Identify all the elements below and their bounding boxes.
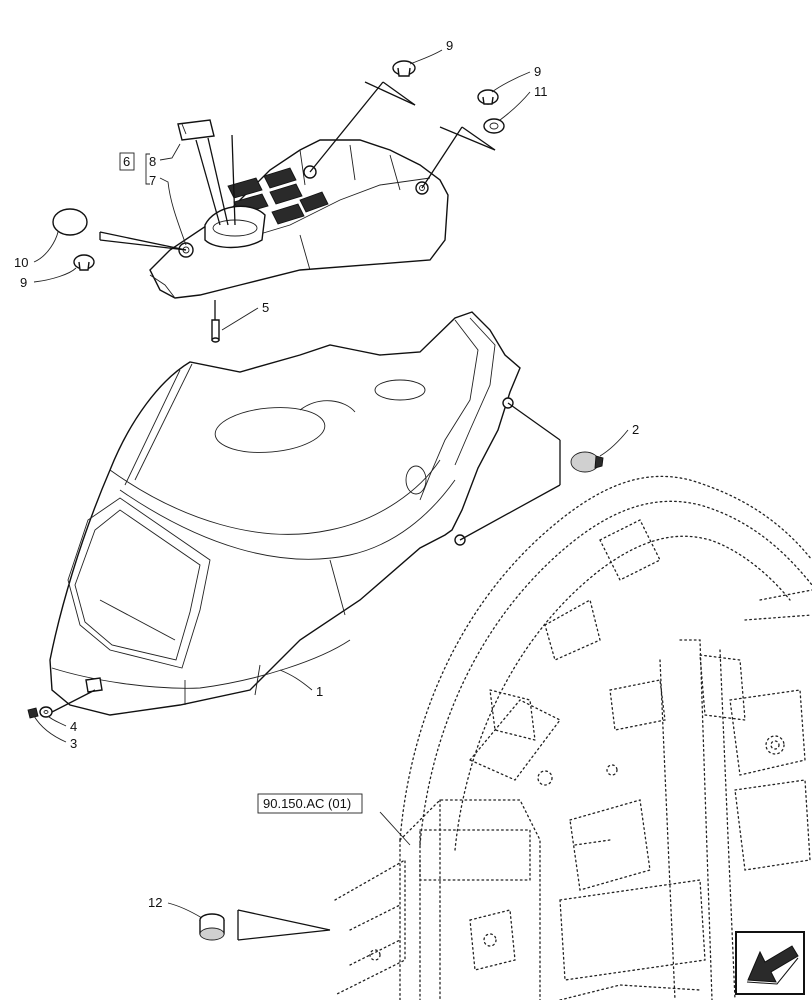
callout-leaders: [33, 49, 629, 919]
screw-3: [27, 707, 39, 719]
cap-disc-10: [52, 208, 88, 236]
cab-frame-background: [334, 475, 812, 1000]
callout-labels: 9 9 11 10 9 6 8 7 5 2 1 4 3 12: [14, 38, 639, 910]
callout-9-left: 9: [20, 275, 27, 290]
callout-9-right: 9: [534, 64, 541, 79]
lower-console-cover: [49, 311, 521, 716]
callout-11: 11: [534, 84, 548, 99]
pin-5: [211, 319, 220, 343]
callout-9-top: 9: [446, 38, 453, 53]
reference-link[interactable]: 90.150.AC (01): [257, 793, 363, 814]
reference-box: [257, 793, 363, 814]
callout-3: 3: [70, 736, 77, 751]
callout-1: 1: [316, 684, 323, 699]
callout-6-box: [119, 152, 135, 171]
plug-9-right: [477, 89, 499, 105]
callout-6: 6: [123, 154, 130, 169]
callout-2: 2: [632, 422, 639, 437]
plug-9-top: [392, 60, 416, 77]
upper-console: [149, 119, 449, 299]
exploded-view-lines: [51, 81, 561, 941]
plug-9-left: [73, 254, 95, 271]
callout-8: 8: [149, 154, 156, 169]
callout-4: 4: [70, 719, 77, 734]
round-cap-2: [570, 451, 604, 473]
callout-5: 5: [262, 300, 269, 315]
grommet-11: [483, 118, 505, 134]
reference-label[interactable]: 90.150.AC (01): [263, 796, 351, 811]
arrow-bottom-left-icon[interactable]: [735, 931, 805, 995]
washer-4: [39, 706, 53, 718]
plug-cap-12: [199, 913, 225, 941]
callout-10: 10: [14, 255, 28, 270]
callout-7: 7: [149, 173, 156, 188]
callout-12: 12: [148, 895, 162, 910]
